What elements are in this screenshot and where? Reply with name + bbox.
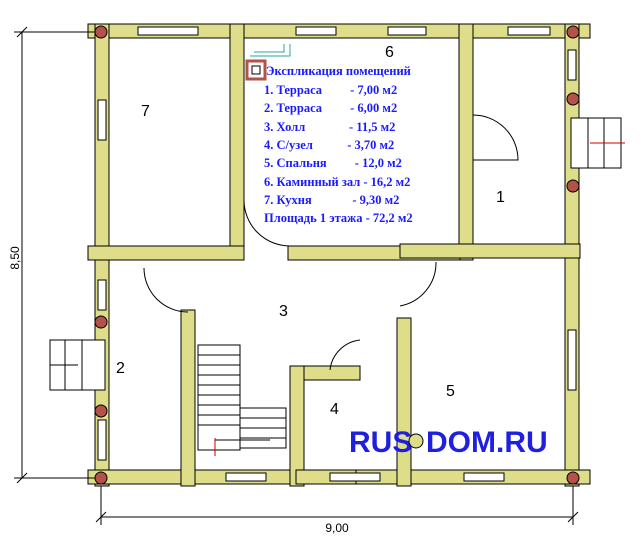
logo-dot-icon xyxy=(408,433,424,449)
entry-steps-left xyxy=(49,339,106,391)
room-number-5: 5 xyxy=(446,383,455,400)
room-number-1: 1 xyxy=(496,189,505,206)
dimension-height-label: 8,50 xyxy=(8,246,22,270)
explication-line: 1. Терраса - 7,00 м2 xyxy=(264,83,397,97)
room-number-3: 3 xyxy=(279,303,288,320)
room-number-6: 6 xyxy=(385,44,394,61)
site-logo: RUS DOM.RU xyxy=(349,426,548,459)
staircase xyxy=(197,344,287,456)
dimension-height xyxy=(14,26,95,484)
explication-total: Площадь 1 этажа - 72,2 м2 xyxy=(264,211,413,225)
explication-line: 5. Спальня - 12,0 м2 xyxy=(264,156,402,170)
logo-left: RUS xyxy=(349,426,412,459)
fireplace xyxy=(245,44,291,81)
logo-right: DOM.RU xyxy=(426,426,548,459)
explication-line: 6. Каминный зал - 16,2 м2 xyxy=(264,175,410,189)
explication-line: 7. Кухня - 9,30 м2 xyxy=(264,193,399,207)
room-number-4: 4 xyxy=(330,401,339,418)
room-number-7: 7 xyxy=(141,103,150,120)
room-number-2: 2 xyxy=(116,360,125,377)
door-swings xyxy=(143,114,519,371)
explication-title: Экспликация помещений xyxy=(266,64,411,78)
explication-line: 2. Терраса - 6,00 м2 xyxy=(264,101,397,115)
dimension-width xyxy=(95,486,579,525)
explication-line: 4. С/узел - 3,70 м2 xyxy=(264,138,394,152)
entry-steps-right xyxy=(570,117,625,169)
explication-line: 3. Холл - 11,5 м2 xyxy=(264,120,395,134)
explication-list: Экспликация помещений 1. Терраса - 7,00 … xyxy=(264,64,413,225)
windows xyxy=(97,26,577,482)
dimension-width-label: 9,00 xyxy=(325,521,349,535)
